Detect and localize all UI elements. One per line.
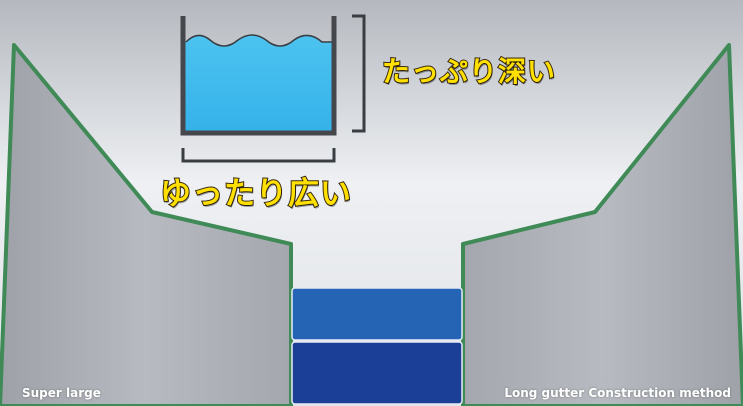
caption-left: Super large [22, 386, 101, 400]
depth-bracket [352, 14, 366, 133]
channel-lower-block [291, 341, 463, 405]
channel-upper-block [291, 287, 463, 341]
width-callout-text: ゆったり広い [159, 175, 352, 213]
water-wave-line [185, 34, 332, 47]
water-container-frame [180, 16, 337, 136]
width-bracket [181, 148, 336, 163]
water-fill [184, 35, 332, 131]
right-gutter-wall [461, 43, 743, 406]
left-gutter-wall [0, 43, 293, 406]
depth-callout-text: たっぷり深い [381, 54, 557, 89]
caption-right: Long gutter Construction method [504, 386, 731, 400]
